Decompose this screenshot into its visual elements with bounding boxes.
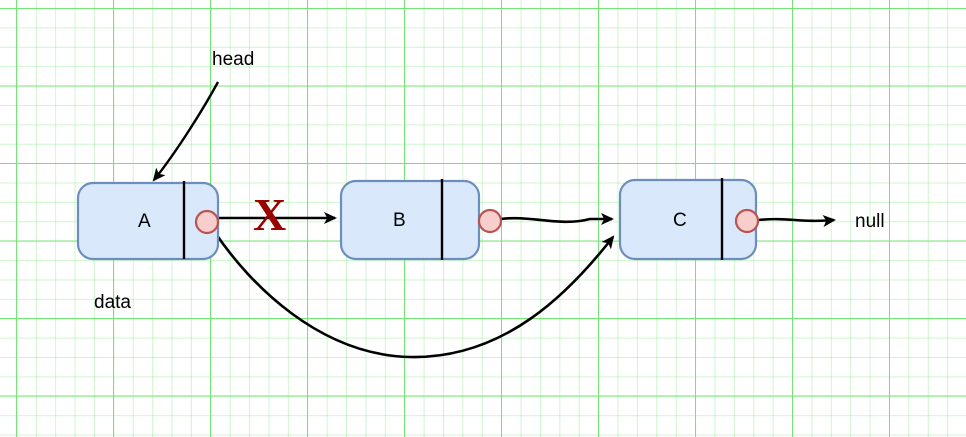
node-c[interactable] — [618, 178, 760, 261]
node-a[interactable] — [76, 181, 220, 261]
broken-link-cross-icon: X — [253, 189, 287, 240]
edge-b-to-c — [500, 213, 614, 225]
head-label: head — [212, 49, 255, 70]
node-b-label: B — [393, 210, 406, 231]
node-c-label: C — [673, 210, 687, 231]
edge-c-to-null — [757, 214, 836, 227]
edge-a-to-c-bypass — [212, 230, 615, 359]
node-b[interactable] — [339, 179, 503, 261]
edge-head-to-a — [152, 81, 220, 182]
null-label: null — [855, 211, 885, 232]
node-c-pointer-circle[interactable] — [734, 208, 760, 234]
node-b-box[interactable] — [339, 179, 481, 261]
node-a-label: A — [138, 211, 151, 232]
node-a-pointer-circle[interactable] — [194, 209, 220, 235]
data-label: data — [94, 292, 131, 313]
node-b-pointer-circle[interactable] — [477, 208, 503, 234]
